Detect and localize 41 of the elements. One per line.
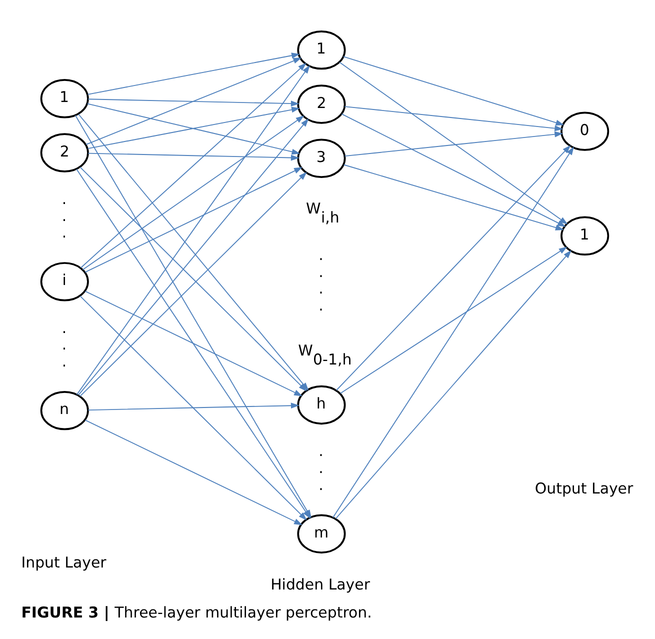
label: Output Layer: [534, 479, 633, 498]
arrow: [79, 295, 306, 520]
node-ellipse: i: [40, 262, 88, 302]
label: . . .: [61, 318, 66, 370]
arrow: [82, 116, 304, 270]
label: . . . .: [318, 246, 323, 314]
node-ellipse: 3: [296, 138, 346, 178]
node-ellipse: 1: [560, 216, 609, 256]
arrow: [86, 106, 300, 150]
node-ellipse: h: [296, 385, 346, 425]
arrow: [86, 103, 300, 155]
arrow: [335, 145, 570, 391]
arrow: [85, 58, 302, 146]
label: Hidden Layer: [270, 576, 370, 594]
arrow: [339, 246, 567, 394]
node-ellipse: 2: [296, 84, 346, 124]
label: . . .: [318, 442, 323, 494]
arrow: [332, 146, 574, 518]
node-ellipse: 0: [560, 112, 609, 151]
arrow: [84, 420, 302, 526]
arrow: [84, 167, 302, 273]
node-ellipse: m: [296, 514, 346, 554]
arrow: [84, 290, 302, 396]
node-ellipse: 1: [40, 79, 88, 118]
arrow: [87, 152, 299, 161]
arrow: [344, 131, 563, 157]
arrow: [342, 56, 564, 126]
node-ellipse: 2: [40, 133, 88, 172]
arrow: [340, 113, 566, 227]
arrow: [80, 62, 306, 268]
node-ellipse: n: [40, 390, 88, 430]
arrow: [338, 62, 568, 224]
arrow: [86, 52, 300, 95]
arrow: [342, 164, 564, 230]
arrow: [344, 106, 563, 132]
arrow: [87, 98, 299, 107]
label: Input Layer: [20, 553, 106, 572]
caption: FIGURE 3 | Three-layer multilayer perceptron.: [20, 604, 372, 622]
arrow: [334, 250, 572, 520]
label: . . .: [61, 190, 66, 242]
arrow: [87, 402, 299, 411]
